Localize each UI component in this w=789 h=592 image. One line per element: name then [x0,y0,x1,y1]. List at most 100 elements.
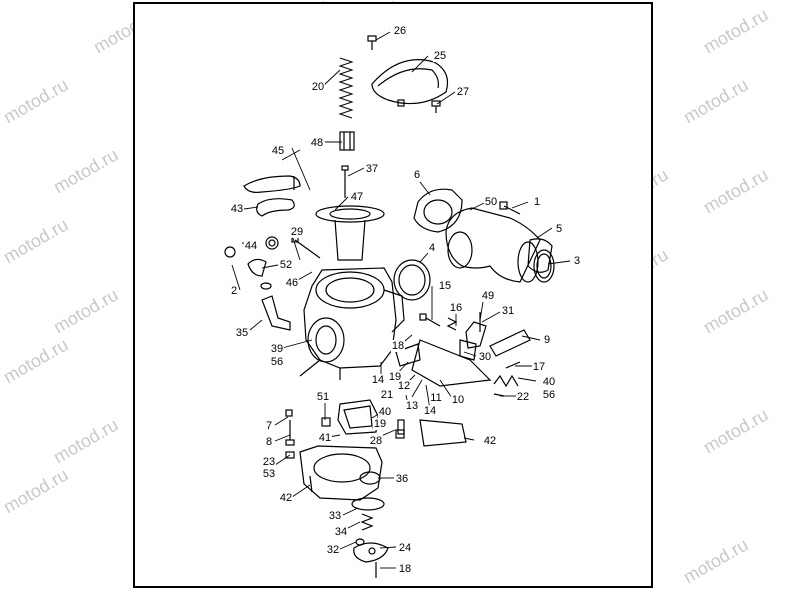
callout-28: 26 [392,25,408,37]
callout-3: 3 [572,255,582,267]
callout-22: 20 [310,81,326,93]
callout-56b: 56 [541,389,557,401]
callout-12: 12 [396,380,412,392]
callout-7: 7 [264,420,274,432]
part-8-screw [285,420,295,446]
callout-49: 47 [349,191,365,203]
callout-23: 21 [379,389,395,401]
callout-16: 16 [448,302,464,314]
callout-8: 8 [264,436,274,448]
callout-54: 52 [278,259,294,271]
callout-13: 13 [404,400,420,412]
part-9-lever [489,329,531,357]
part-40-spring [493,374,519,388]
part-26-cover [353,542,389,563]
part-25-plug [285,451,295,459]
part-5-gasket [527,238,553,273]
callout-19: 18 [390,340,406,352]
part-28-screw [367,35,377,50]
part-49-diaphragm [315,205,385,261]
callout-52: 50 [483,196,499,208]
part-24-pin [493,393,505,397]
callout-11: 11 [429,392,443,404]
callout-40b: 40 [541,376,557,388]
callout-36: 34 [333,526,349,538]
part-16-spring [446,317,458,331]
part-54-hose [247,258,267,277]
part-35-gasket [351,497,385,511]
callout-44: 42 [278,492,294,504]
part-30-jet [395,429,405,439]
callout-27: 25 [432,50,448,62]
callout-41: 40 [377,406,393,418]
part-21-jet [397,419,405,435]
part-53-assembly [337,399,379,435]
callout-29: 27 [455,86,471,98]
part-17-rod [505,361,521,369]
callout-9: 9 [542,334,552,346]
callout-55: 53 [261,468,277,480]
callout-50: 48 [309,137,325,149]
callout-33: 31 [500,305,516,317]
callout-30: 28 [368,435,384,447]
callout-14a: 14 [370,374,386,386]
callout-56: 56 [269,356,285,368]
callout-4: 4 [427,242,437,254]
callout-17: 17 [531,361,547,373]
callout-42: 41 [317,432,333,444]
part-6-gasket [413,188,463,233]
callout-46: 44 [243,240,259,252]
callout-34: 32 [325,544,341,556]
part-22-spring [338,57,354,119]
callout-25: 23 [261,456,277,468]
part-29-screw [431,100,441,113]
callout-10: 10 [450,394,466,406]
callout-18: 18 [397,563,413,575]
part-2-clamp [224,246,272,290]
callout-2: 2 [229,285,239,297]
part-47-hose [243,175,301,193]
leader-lines [231,31,571,569]
part-42-nut [321,417,331,427]
part-44-screw [309,475,313,493]
part-3-oring [533,249,555,283]
part-46-fitting [265,236,279,250]
part-32-bracket [459,339,477,361]
callout-15: 15 [437,280,453,292]
callout-6: 6 [412,169,422,181]
callout-47: 45 [270,145,286,157]
part-37-tube [261,295,291,331]
callout-5: 5 [554,223,564,235]
callout-14b: 14 [422,405,438,417]
callout-24: 22 [515,391,531,403]
callout-21: 19 [372,418,388,430]
callout-51: 49 [480,290,496,302]
callout-53: 51 [315,391,331,403]
part-10-cable-bracket [411,339,492,387]
part-27-cover [371,59,449,107]
callout-26: 24 [397,542,413,554]
callout-35: 33 [327,510,343,522]
part-7-jet [285,409,293,417]
part-39-needle [341,165,349,198]
callout-48: 46 [284,277,300,289]
callout-31: 29 [289,226,305,238]
part-38-bowl [299,445,383,501]
callout-40: 39 [269,343,285,355]
part-4-seal [393,259,431,301]
part-50-holder [339,131,355,151]
part-36-spring [360,513,374,531]
callout-1: 1 [532,196,542,208]
callout-37: 35 [234,327,250,339]
part-19-throttle [395,343,421,367]
carburetor-body [299,267,405,380]
callout-45: 43 [229,203,245,215]
callout-43: 42 [482,435,498,447]
callout-38: 36 [394,473,410,485]
callout-32: 30 [477,351,493,363]
part-52-intake [445,207,541,283]
part-33-bracket [465,321,487,349]
part-45-hose [256,198,295,217]
